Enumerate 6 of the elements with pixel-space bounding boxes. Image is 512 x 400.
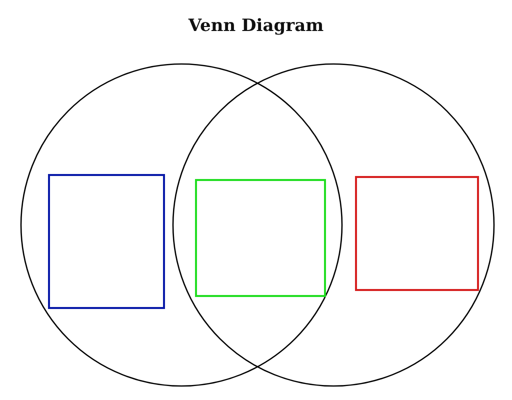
diagram-title: Venn Diagram [187,16,325,36]
empty-box [195,179,326,297]
venn-circle [172,63,495,387]
empty-box [48,174,165,309]
empty-box [355,176,479,291]
venn-circle [20,63,343,387]
